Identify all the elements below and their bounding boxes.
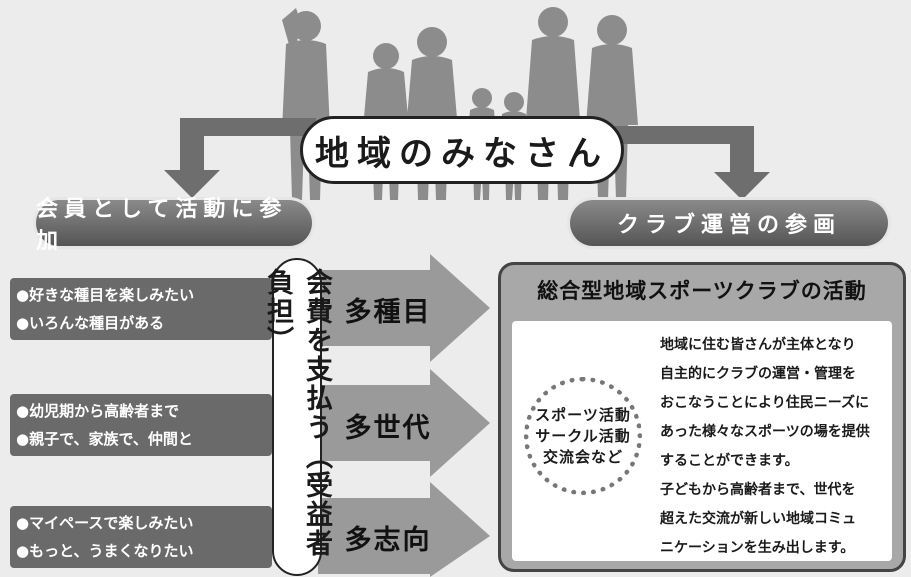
description-line: 自主的にクラブの運営・管理を <box>660 366 856 382</box>
description-line: あった様々なスポーツの場を提供 <box>660 424 870 440</box>
activities-circle: スポーツ活動 サークル活動 交流会など <box>524 377 642 495</box>
connector-arrows <box>164 118 770 200</box>
club-content: スポーツ活動 サークル活動 交流会など 地域に住む皆さんが主体となり 自主的にク… <box>512 321 892 561</box>
arrow-label-1: 多種目 <box>344 297 432 328</box>
club-description: 地域に住む皆さんが主体となり 自主的にクラブの運営・管理を おこなうことにより住… <box>660 331 892 563</box>
center-title: 地域のみなさん <box>300 116 624 184</box>
row-2-bullets: ●幼児期から高齢者まで ●親子で、家族で、仲間と <box>10 394 272 456</box>
activity-item: スポーツ活動 <box>535 405 631 424</box>
club-title: 総合型地域スポーツクラブの活動 <box>537 279 867 303</box>
right-arrows <box>318 254 490 577</box>
bullet-text: ●もっと、うまくなりたい <box>16 542 194 560</box>
fee-label-box: 会費を支払う（受益者負担） <box>262 258 332 576</box>
arrow-label-2: 多世代 <box>344 413 432 444</box>
arrow-label-3: 多志向 <box>344 525 432 556</box>
row-3-bullets: ●マイペースで楽しみたい ●もっと、うまくなりたい <box>10 506 272 568</box>
bullet-text: ●好きな種目を楽しみたい <box>16 286 195 304</box>
bullet-text: ●親子で、家族で、仲間と <box>16 430 193 448</box>
description-line: おこなうことにより住民ニーズに <box>660 395 870 411</box>
bullet-text: ●マイペースで楽しみたい <box>16 514 194 532</box>
activity-item: 交流会など <box>542 447 623 466</box>
club-activity-box: 総合型地域スポーツクラブの活動 スポーツ活動 サークル活動 交流会など 地域に住… <box>498 262 906 572</box>
activity-item: サークル活動 <box>535 426 631 445</box>
row-1-bullets: ●好きな種目を楽しみたい ●いろんな種目がある <box>10 278 272 340</box>
fee-label: 会費を支払う（受益者負担） <box>262 268 332 558</box>
left-header: 会員として活動に参加 <box>36 197 312 254</box>
description-line: することができます。 <box>660 453 799 469</box>
bullet-text: ●幼児期から高齢者まで <box>16 402 180 420</box>
right-header: クラブ運営の参画 <box>570 200 888 246</box>
description-line: 地域に住む皆さんが主体となり <box>660 337 856 353</box>
description-line: 超えた交流が新しい地域コミュ <box>660 511 856 527</box>
description-line: 子どもから高齢者まで、世代を <box>660 482 856 498</box>
bullet-text: ●いろんな種目がある <box>16 314 165 332</box>
description-line: ニケーションを生み出します。 <box>660 540 855 556</box>
